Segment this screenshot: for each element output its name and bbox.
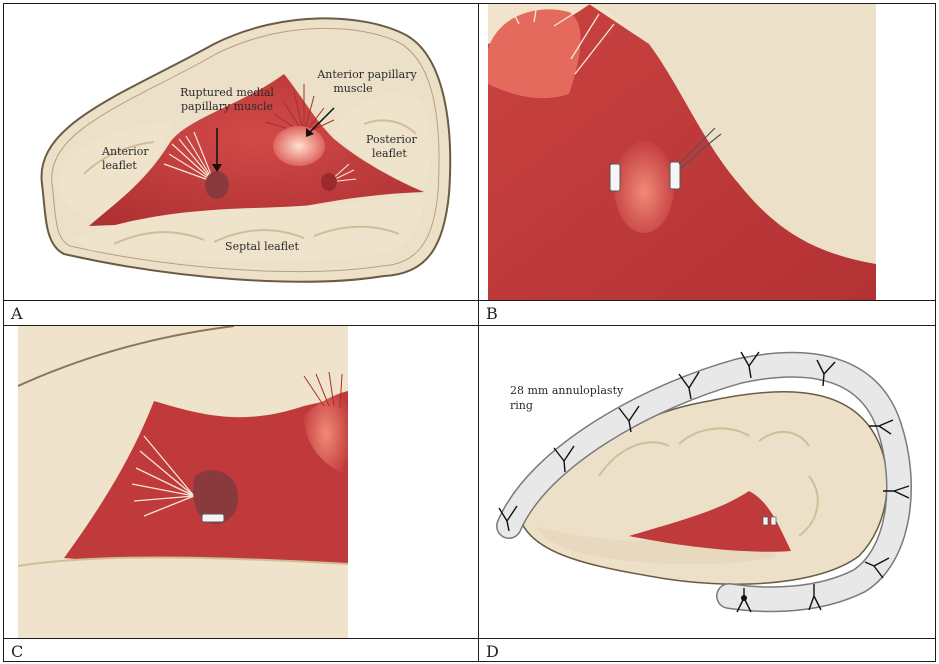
ruptured-papillary-muscle	[205, 171, 229, 199]
panel-label-a: A	[11, 304, 23, 323]
grid-border-right	[935, 3, 936, 662]
label-posterior-leaflet-1: Posterior	[366, 133, 418, 146]
panel-a: Ruptured medial papillary muscle Anterio…	[4, 4, 478, 300]
panel-label-d: D	[486, 642, 499, 661]
label-ruptured-2: papillary muscle	[181, 100, 273, 113]
panel-b-illustration	[488, 4, 876, 300]
panel-c	[4, 326, 478, 638]
panel-label-c: C	[11, 642, 24, 661]
panel-a-illustration: Ruptured medial papillary muscle Anterio…	[40, 17, 452, 283]
label-anterior-papillary-1: Anterior papillary	[316, 68, 417, 81]
label-anterior-papillary-2: muscle	[333, 82, 372, 95]
panel-d: 28 mm annuloplasty ring	[479, 326, 935, 638]
label-ruptured-1: Ruptured medial	[180, 86, 274, 99]
grid-divider-vertical	[478, 3, 479, 662]
reattached-papillary-muscle	[193, 470, 238, 524]
panel-b	[479, 4, 935, 300]
posterior-papillary-muscle	[321, 173, 337, 191]
valve-orifice	[629, 491, 791, 552]
pledget-right	[669, 161, 681, 190]
label-anterior-leaflet-1: Anterior	[101, 145, 149, 158]
label-posterior-leaflet-2: leaflet	[372, 147, 407, 160]
grid-divider-label-row-1	[3, 300, 936, 301]
valve-tissue	[488, 4, 876, 300]
label-septal-leaflet: Septal leaflet	[225, 240, 300, 253]
grid-border-bottom	[3, 661, 936, 662]
papillary-muscle	[614, 141, 674, 233]
anterior-papillary-muscle	[273, 126, 325, 166]
valve-orifice	[89, 74, 424, 226]
suture-ends	[678, 127, 722, 169]
label-ring-2: ring	[510, 399, 533, 412]
panel-c-illustration	[17, 326, 349, 638]
grid-divider-middle	[3, 325, 936, 326]
ring-sutures	[498, 351, 910, 613]
label-anterior-leaflet-2: leaflet	[102, 159, 137, 172]
pledget-left	[609, 163, 621, 192]
panel-label-b: B	[486, 304, 498, 323]
grid-border-top	[3, 3, 936, 4]
grid-divider-label-row-2	[3, 638, 936, 639]
pledget	[201, 513, 225, 523]
panel-d-illustration: 28 mm annuloplasty ring	[496, 351, 912, 613]
grid-border-left	[3, 3, 4, 662]
label-ring-1: 28 mm annuloplasty	[510, 384, 624, 397]
chordae	[131, 435, 195, 517]
